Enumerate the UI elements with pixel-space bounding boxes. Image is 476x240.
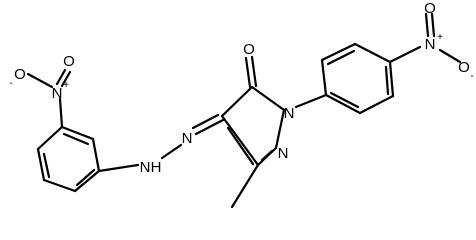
nitro2-minus-charge: - bbox=[470, 71, 473, 82]
bond bbox=[430, 12, 436, 38]
bonds bbox=[26, 12, 462, 209]
molecule-diagram: O N + O - O N + O - O N N N N H bbox=[9, 0, 474, 209]
bond bbox=[384, 65, 390, 96]
nitro1-oxygen-minus: O bbox=[14, 66, 26, 83]
nitro2-plus-charge: + bbox=[437, 32, 443, 43]
bond bbox=[60, 70, 72, 88]
ring-nitrogen-n1: N bbox=[284, 105, 295, 122]
atom-labels: O N + O - O N + O - O N N N N H bbox=[9, 0, 473, 176]
hydrazo-hydrogen: H bbox=[151, 159, 162, 176]
nitro1-nitrogen: N bbox=[52, 85, 63, 102]
bond bbox=[230, 163, 260, 209]
bond bbox=[42, 152, 51, 179]
bond bbox=[36, 147, 46, 182]
bond bbox=[191, 113, 220, 130]
bond bbox=[294, 93, 328, 109]
bond bbox=[438, 48, 462, 64]
nitro2-nitrogen: N bbox=[425, 36, 436, 53]
bond bbox=[220, 114, 260, 167]
nitro1-plus-charge: + bbox=[63, 80, 69, 91]
bond bbox=[73, 169, 101, 193]
bond bbox=[220, 85, 254, 118]
bond bbox=[91, 137, 101, 173]
bond bbox=[62, 132, 90, 146]
bond bbox=[326, 49, 356, 66]
bond bbox=[36, 125, 64, 151]
structure-svg: O N + O - O N + O - O N N N N H bbox=[9, 0, 474, 209]
bond bbox=[194, 118, 225, 136]
bond bbox=[324, 93, 362, 115]
hydrazo-nitrogen: N bbox=[140, 159, 151, 176]
ring-nitrogen-n2: N bbox=[278, 145, 289, 162]
bond bbox=[320, 58, 328, 97]
bond bbox=[424, 12, 430, 38]
bond bbox=[60, 125, 95, 141]
bond bbox=[358, 94, 395, 115]
bond bbox=[160, 143, 183, 160]
bond bbox=[353, 42, 392, 64]
bond bbox=[260, 149, 274, 162]
nitro1-minus-charge: - bbox=[9, 78, 12, 89]
bond bbox=[329, 91, 360, 109]
bond bbox=[244, 56, 252, 89]
bond bbox=[75, 168, 96, 187]
bond bbox=[274, 108, 286, 150]
bond bbox=[42, 178, 77, 193]
bond bbox=[55, 68, 67, 86]
bond bbox=[97, 163, 140, 173]
bond bbox=[388, 60, 395, 98]
bond bbox=[388, 45, 422, 64]
nitro2-oxygen-minus: O bbox=[458, 59, 470, 76]
bond bbox=[320, 42, 357, 62]
bond bbox=[250, 85, 286, 112]
bond bbox=[250, 55, 258, 88]
bond bbox=[58, 97, 64, 129]
nitro1-oxygen-top: O bbox=[63, 53, 75, 70]
carbonyl-oxygen: O bbox=[243, 41, 255, 58]
bond bbox=[26, 72, 54, 89]
nitro2-oxygen-top: O bbox=[424, 0, 436, 17]
azo-nitrogen: N bbox=[182, 130, 193, 147]
bond bbox=[226, 126, 255, 166]
